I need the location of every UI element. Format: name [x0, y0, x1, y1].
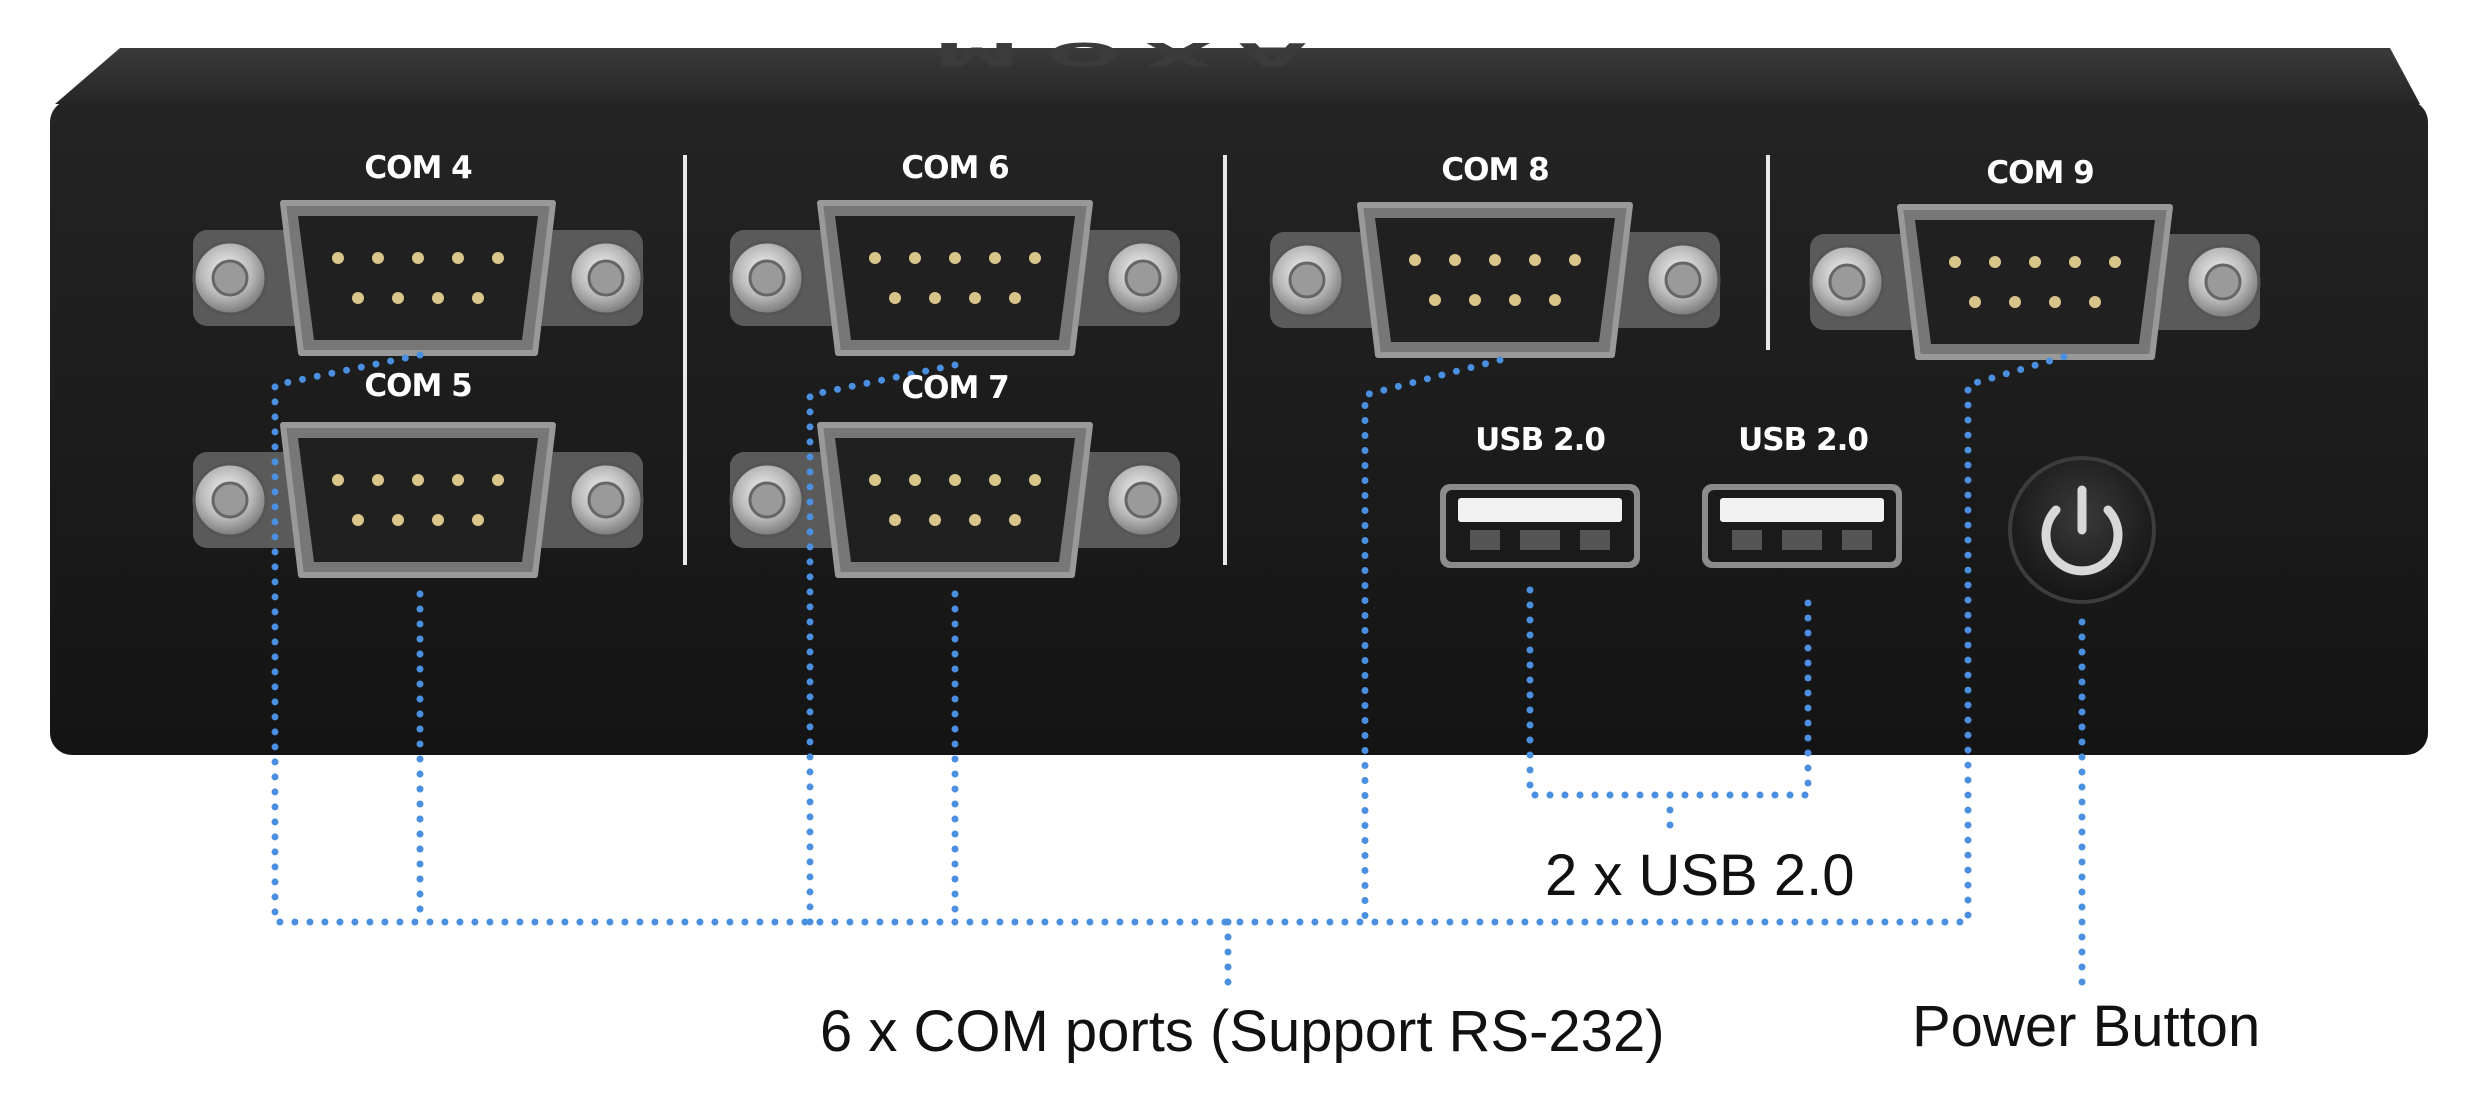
chassis-top [55, 48, 2420, 104]
com-port[interactable] [729, 200, 1181, 356]
com-port-label: COM 7 [901, 370, 1009, 406]
usb-port[interactable] [1440, 484, 1640, 568]
screw-nut [1269, 242, 1345, 318]
power-icon [2041, 485, 2123, 576]
com-port[interactable] [1809, 204, 2261, 360]
usb-port-label: USB 2.0 [1738, 422, 1869, 458]
screw-nut [568, 462, 644, 538]
screw-nut [1105, 462, 1181, 538]
com-port-label: COM 8 [1441, 152, 1549, 188]
com-port-label: COM 6 [901, 150, 1009, 186]
usb-port[interactable] [1702, 484, 1902, 568]
screw-nut [1105, 240, 1181, 316]
com-callout-caption: 6 x COM ports (Support RS-232) [820, 999, 1665, 1064]
power-callout-caption: Power Button [1912, 994, 2261, 1059]
brand-logo: MOXA [933, 35, 1334, 73]
com-port[interactable] [729, 422, 1181, 578]
screw-nut [568, 240, 644, 316]
power-button[interactable] [2008, 456, 2156, 604]
screw-nut [192, 462, 268, 538]
screw-nut [192, 240, 268, 316]
com-port[interactable] [192, 200, 644, 356]
screw-nut [729, 240, 805, 316]
leader-line-com [271, 351, 2074, 926]
com-port-label: COM 9 [1986, 155, 2094, 191]
com-port-label: COM 4 [364, 150, 472, 186]
usb-port-label: USB 2.0 [1475, 422, 1606, 458]
leader-lines [271, 351, 2086, 994]
usb-callout-caption: 2 x USB 2.0 [1545, 843, 1855, 908]
com-port-label: COM 5 [364, 368, 472, 404]
screw-nut [1809, 244, 1885, 320]
leader-line-com [1361, 356, 1504, 926]
screw-nut [2185, 244, 2261, 320]
screw-nut [729, 462, 805, 538]
com-port[interactable] [1269, 202, 1721, 358]
leader-line-com [806, 361, 959, 926]
com-port[interactable] [192, 422, 644, 578]
connectors-group [192, 200, 2261, 578]
screw-nut [1645, 242, 1721, 318]
